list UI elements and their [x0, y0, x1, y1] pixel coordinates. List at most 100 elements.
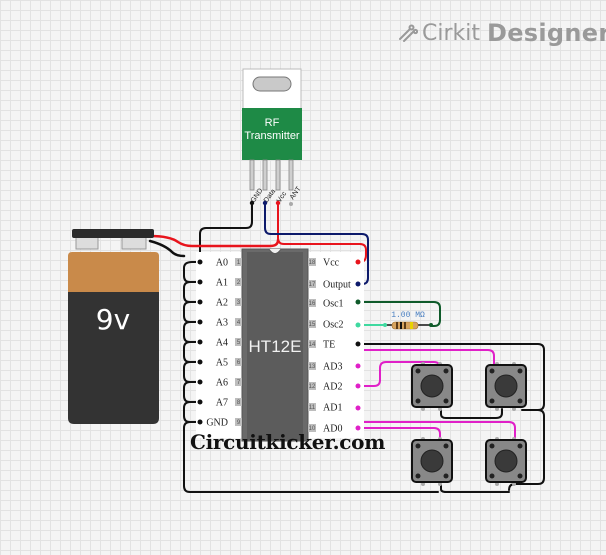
ic-pin-box [235, 378, 242, 386]
wire-ad3[interactable] [357, 349, 495, 367]
ic-pin-dot-a3[interactable] [197, 319, 203, 325]
ic-pin-box [308, 403, 316, 411]
button-screw [517, 473, 523, 479]
wire-rf-data[interactable] [264, 202, 369, 285]
wire-btn-common-bottom[interactable] [440, 484, 510, 493]
ic-pin-number: 3 [237, 300, 241, 306]
ic-pin-label: TE [323, 340, 335, 351]
ic-pin-dot-a7[interactable] [197, 399, 203, 405]
button-screw [443, 368, 449, 374]
ic-pin-dot-a0[interactable] [197, 259, 203, 265]
button-ad0[interactable] [485, 437, 527, 486]
watermark: Circuitkicker.com [190, 430, 386, 454]
pushbuttons [411, 362, 527, 486]
ic-pin-label: A7 [216, 398, 228, 409]
ic-pin-label: A6 [216, 378, 228, 389]
resistor-end-dot [383, 323, 387, 327]
ic-pin-box [308, 382, 316, 390]
ic-pin-dot-a1[interactable] [197, 279, 203, 285]
wire-te-branch[interactable] [508, 409, 545, 491]
dot-te [355, 341, 361, 347]
ic-pin-box [235, 278, 242, 286]
ic-pin-box [308, 424, 316, 432]
ic-pin-label: AD3 [323, 362, 342, 373]
rf-pin-leg-2 [262, 159, 268, 191]
battery-top [68, 252, 159, 292]
rf-pin-data-dot[interactable] [262, 200, 268, 206]
button-screw [489, 443, 495, 449]
ic-pin-dot-a2[interactable] [197, 299, 203, 305]
battery-bottom [68, 292, 159, 424]
button-ad2[interactable] [485, 362, 527, 411]
battery-9v[interactable]: 9v [68, 229, 159, 424]
ic-pin-number: 12 [309, 384, 316, 390]
battery-terminal-right [121, 236, 147, 250]
ic-pin-number: 18 [309, 260, 316, 266]
ic-pin-label: A0 [216, 258, 228, 269]
ic-pin-number: 13 [309, 364, 316, 370]
cirkit-logo-icon [399, 24, 418, 42]
rf-transmitter[interactable]: RF Transmitter GND Data Vcc ANT [242, 68, 303, 206]
button-screw [489, 368, 495, 374]
brand-name-light: Cirkit [422, 20, 480, 46]
button-screw [415, 368, 421, 374]
ic-pin-dot-a5[interactable] [197, 359, 203, 365]
button-cap [494, 449, 518, 473]
ic-pin-dot-a6[interactable] [197, 379, 203, 385]
ic-pin-number: 1 [237, 260, 241, 266]
resistor-end-dot-2 [429, 323, 433, 327]
rf-label-line1: RF [265, 117, 280, 129]
rf-pin-ant-dot[interactable] [289, 202, 293, 206]
ic-pin-label: AD0 [323, 424, 342, 435]
ic-pin-box [235, 338, 242, 346]
wire-ground-bus[interactable] [183, 261, 439, 493]
ic-pin-box [308, 258, 316, 266]
wire-rf-gnd[interactable] [199, 202, 253, 263]
rf-pin-gnd-dot[interactable] [249, 200, 255, 206]
ic-pin-number: 17 [309, 282, 316, 288]
rf-body [242, 108, 302, 160]
ic-pin-label: Osc1 [323, 299, 344, 310]
dot-ad1 [355, 405, 361, 411]
ic-pin-box [308, 280, 316, 288]
ic-pin-box [235, 298, 242, 306]
wire-battery-positive[interactable] [148, 234, 280, 248]
resistor-band-1 [396, 322, 398, 329]
ic-pin-box [235, 318, 242, 326]
button-ad1[interactable] [411, 437, 453, 486]
ic-pin-number: 16 [309, 301, 316, 307]
ic-pin-number: 9 [237, 420, 241, 426]
ic-notch [268, 248, 282, 254]
wire-ad0[interactable] [357, 427, 441, 441]
resistor-band-3 [404, 322, 406, 329]
ic-body-inner [247, 252, 303, 441]
wire-btn-common-top[interactable] [440, 408, 503, 419]
ic-pin-number: 14 [309, 342, 316, 348]
brand-name-bold: Designer [487, 19, 606, 47]
rf-mount-hole [252, 76, 292, 92]
rf-pin-leg-3 [275, 159, 281, 191]
wire-osc1[interactable] [357, 301, 441, 327]
wire-rf-vcc[interactable] [277, 202, 367, 263]
rf-pin-vcc-dot[interactable] [275, 200, 281, 206]
brand-logo: Cirkit Designer [398, 18, 606, 48]
ic-pin-number: 7 [237, 380, 241, 386]
ic-pin-label: A3 [216, 318, 228, 329]
ic-pin-dot-gnd[interactable] [197, 419, 203, 425]
ic-pin-box [308, 340, 316, 348]
resistor[interactable]: 1.00 MΩ [383, 311, 433, 330]
rf-pin-leg-1 [249, 159, 255, 191]
rf-label-line2: Transmitter [244, 130, 300, 142]
dot-vcc [355, 259, 361, 265]
button-ad3[interactable] [411, 362, 453, 411]
dot-ad0 [355, 425, 361, 431]
battery-cap [72, 229, 154, 238]
ic-pin-label: Output [323, 280, 351, 291]
ic-pin-dot-a4[interactable] [197, 339, 203, 345]
rf-pin-leg-4 [288, 159, 294, 191]
wire-battery-negative[interactable] [148, 239, 186, 258]
button-screw [517, 443, 523, 449]
button-cap [420, 449, 444, 473]
